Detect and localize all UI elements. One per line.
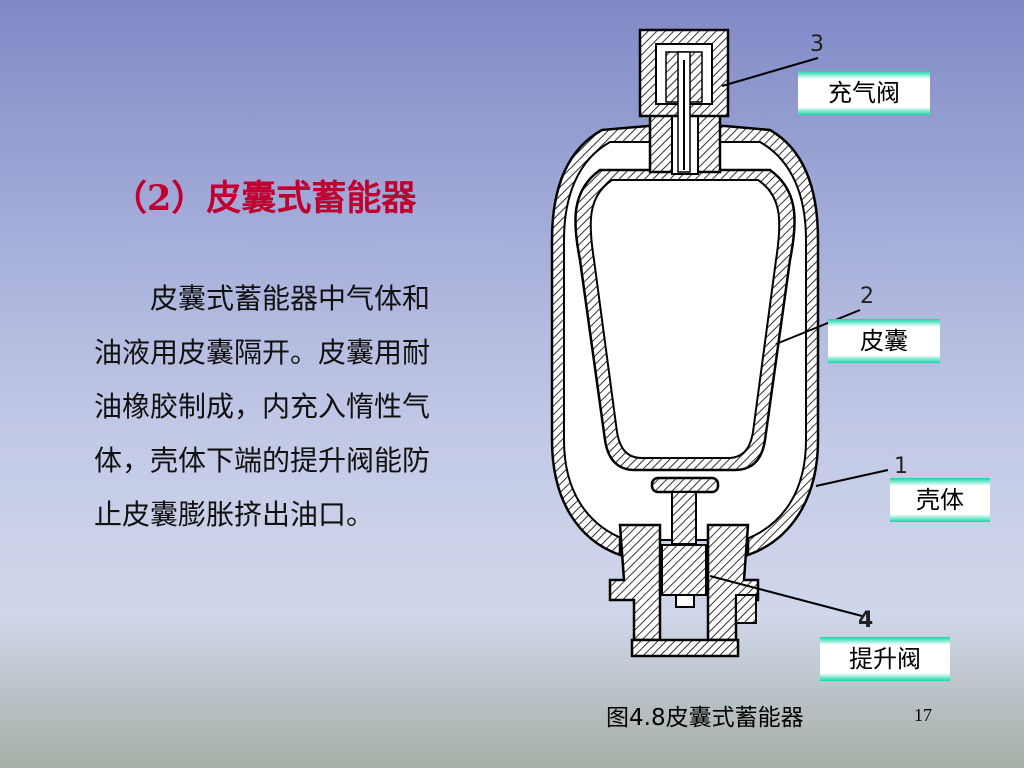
bladder-inner (589, 179, 781, 459)
leader-3 (721, 57, 819, 87)
leader-2 (775, 309, 861, 345)
callout-number-4: 4 (858, 608, 874, 633)
callout-number-2: 2 (860, 284, 874, 309)
poppet-spring (671, 491, 697, 545)
page-number: 17 (914, 705, 932, 725)
leader-1 (815, 469, 889, 487)
description-paragraph: 皮囊式蓄能器中气体和油液用皮囊隔开。皮囊用耐油橡胶制成，内充入惰性气体，壳体下端… (94, 282, 431, 531)
label-poppet-valve: 提升阀 (820, 637, 950, 681)
callout-number-3: 3 (810, 32, 824, 57)
oil-port-bottom (630, 638, 740, 658)
leader-4 (709, 575, 863, 617)
oil-port-body (608, 523, 662, 642)
poppet-disc (650, 476, 720, 494)
figure-caption: 图4.8皮囊式蓄能器 (606, 705, 804, 731)
callout-number-1: 1 (894, 454, 908, 479)
label-charging-valve: 充气阀 (798, 71, 930, 115)
label-shell: 壳体 (890, 478, 990, 522)
label-bladder: 皮囊 (828, 319, 940, 363)
slide-title: （2）皮囊式蓄能器 (112, 178, 417, 219)
